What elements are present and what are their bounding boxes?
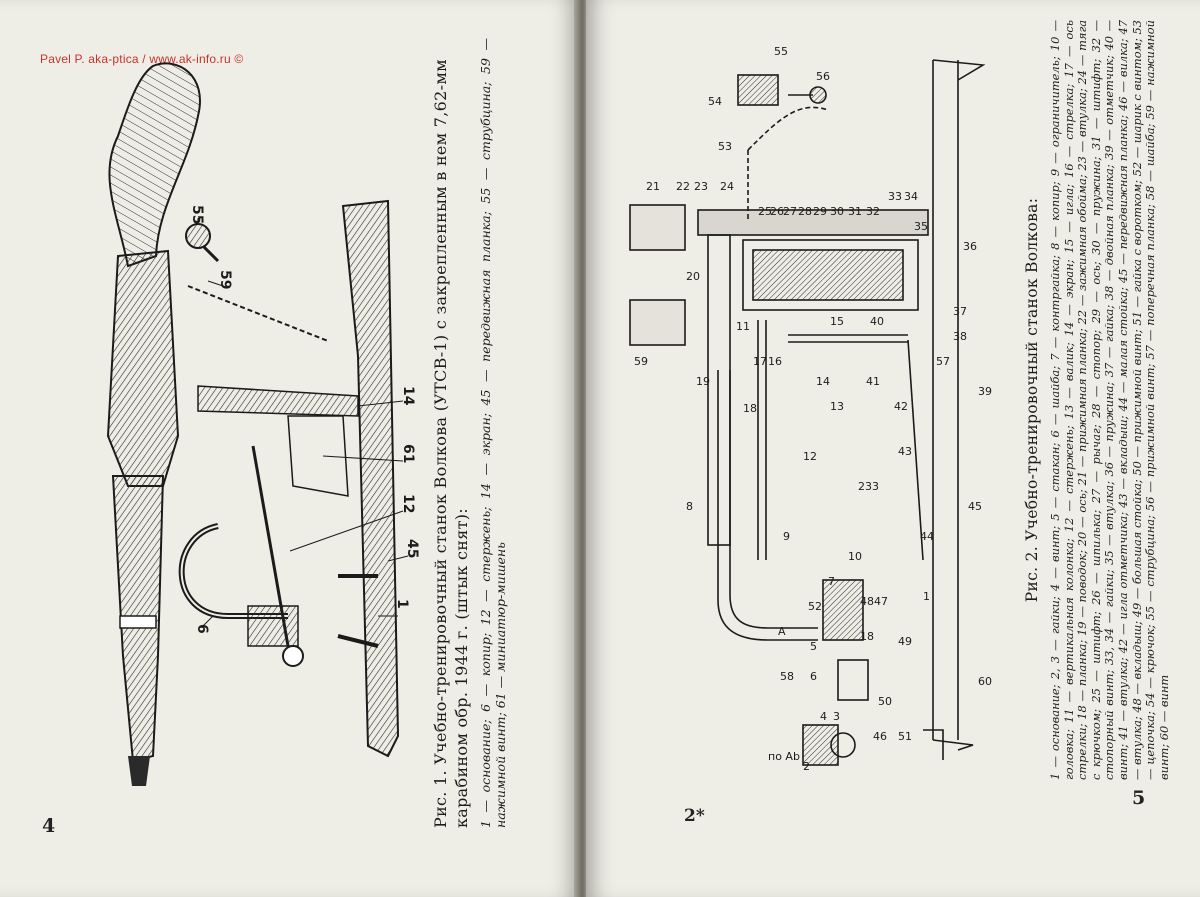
callout-6: 6 — [194, 624, 210, 634]
callout-59: 59 — [217, 270, 233, 289]
callout-55: 55 — [189, 205, 205, 224]
callout-35: 35 — [914, 220, 928, 233]
page-number-left: 4 — [42, 815, 56, 837]
callout-10: 10 — [848, 550, 862, 563]
callout-24: 24 — [720, 180, 734, 193]
callout-1: 1 — [394, 599, 410, 609]
callout-38: 38 — [953, 330, 967, 343]
callout-17: 17 — [753, 355, 767, 368]
callout-57: 57 — [936, 355, 950, 368]
callout-49: 49 — [898, 635, 912, 648]
figure-2-caption: Рис. 2. Учебно-тренировочный станок Волк… — [1022, 20, 1171, 780]
callout-6: 6 — [810, 670, 817, 683]
callout-42: 42 — [894, 400, 908, 413]
callout-27: 27 — [783, 205, 797, 218]
callout-2: 2 — [803, 760, 810, 773]
callout-4: 4 — [820, 710, 827, 723]
page-number-right: 5 — [1132, 787, 1146, 809]
figure-1-rifle-stand-illustration: 55 59 14 61 12 6 45 1 — [106, 62, 420, 786]
callout-43: 43 — [898, 445, 912, 458]
signature-mark: 2* — [684, 806, 705, 826]
callout-13: 13 — [830, 400, 844, 413]
callout-58: 58 — [780, 670, 794, 683]
callout-1: 1 — [923, 590, 930, 603]
callout-32: 32 — [866, 205, 880, 218]
callout-47: 47 — [874, 595, 888, 608]
callout-19: 19 — [696, 375, 710, 388]
callout-12: 12 — [400, 494, 416, 513]
callout-56: 56 — [816, 70, 830, 83]
callout-11: 11 — [736, 320, 750, 333]
callout-60: 60 — [978, 675, 992, 688]
callout-52: 52 — [808, 600, 822, 613]
figure-1-caption: Рис. 1. Учебно-тренировочный станок Волк… — [430, 38, 508, 828]
callout-45: 45 — [968, 500, 982, 513]
callout-33: 33 — [888, 190, 902, 203]
left-page: Pavel P. aka-ptica / www.ak-info.ru © — [0, 0, 578, 897]
callout-40: 40 — [870, 315, 884, 328]
callout-37: 37 — [953, 305, 967, 318]
figure-2-technical-drawing: 55 56 54 53 24 21 22 23 25 26 27 28 29 3… — [629, 45, 992, 773]
callout-59: 59 — [634, 355, 648, 368]
callout-41: 41 — [866, 375, 880, 388]
watermark: Pavel P. aka-ptica / www.ak-info.ru © — [40, 52, 244, 66]
figure-2-legend: 1 — основание; 2, 3 — гайки; 4 — винт; 5… — [1048, 20, 1171, 780]
callout-26: 26 — [770, 205, 784, 218]
callout-15: 15 — [830, 315, 844, 328]
callout-25: 25 — [758, 205, 772, 218]
callout-50: 50 — [878, 695, 892, 708]
callout-30: 30 — [830, 205, 844, 218]
callout-233: 233 — [858, 480, 879, 493]
callout-31: 31 — [848, 205, 862, 218]
callout-53: 53 — [718, 140, 732, 153]
callout-54: 54 — [708, 95, 722, 108]
callout-16: 16 — [768, 355, 782, 368]
callout-48: 48 — [860, 595, 874, 608]
callout-8: 8 — [686, 500, 693, 513]
callout-9: 9 — [783, 530, 790, 543]
figure-1-caption-title: Рис. 1. Учебно-тренировочный станок Волк… — [431, 59, 471, 828]
figure-1-legend: 1 — основание; 6 — копир; 12 — стержень;… — [478, 38, 508, 828]
callout-14: 14 — [816, 375, 830, 388]
callout-34: 34 — [904, 190, 918, 203]
callout-20: 20 — [686, 270, 700, 283]
callout-7: 7 — [828, 575, 835, 588]
callout-61: 61 — [400, 444, 416, 463]
callout-44: 44 — [920, 530, 934, 543]
callout-12: 12 — [803, 450, 817, 463]
callout-55: 55 — [774, 45, 788, 58]
callout-3: 3 — [833, 710, 840, 723]
callout-14: 14 — [400, 386, 416, 406]
callout-21: 21 — [646, 180, 660, 193]
callout-22: 22 — [676, 180, 690, 193]
callout-po-ab: по Ab — [768, 750, 800, 763]
callout-5: 5 — [810, 640, 817, 653]
callout-18b: 18 — [860, 630, 874, 643]
callout-39: 39 — [978, 385, 992, 398]
callout-45: 45 — [404, 539, 420, 558]
callout-29: 29 — [813, 205, 827, 218]
right-page — [586, 0, 1200, 897]
callout-36: 36 — [963, 240, 977, 253]
callout-51: 51 — [898, 730, 912, 743]
callout-a: A — [778, 625, 786, 638]
figure-2-caption-title: Рис. 2. Учебно-тренировочный станок Волк… — [1023, 197, 1041, 603]
callout-23: 23 — [694, 180, 708, 193]
callout-46: 46 — [873, 730, 887, 743]
callout-18: 18 — [743, 402, 757, 415]
callout-28: 28 — [798, 205, 812, 218]
